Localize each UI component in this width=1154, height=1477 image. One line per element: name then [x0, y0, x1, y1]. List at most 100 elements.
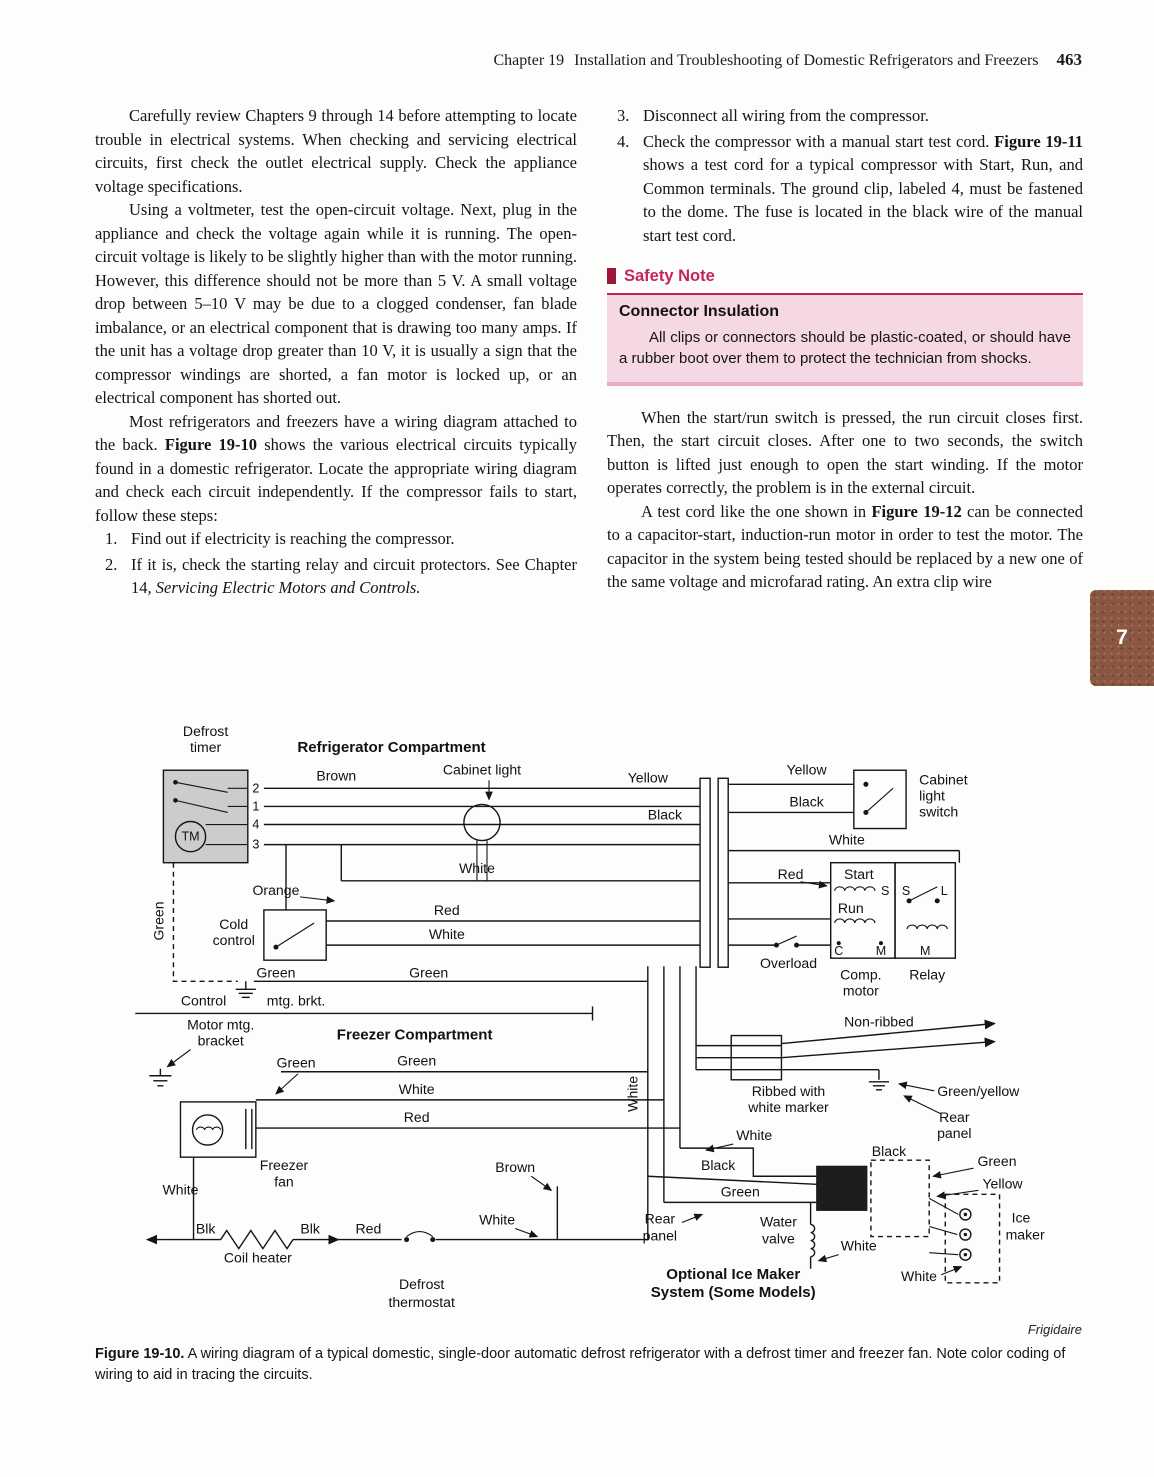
water-valve-solenoid [809, 1202, 816, 1269]
optional-ice-maker-label: System (Some Models) [651, 1284, 816, 1301]
defrost-timer-label: Defrost [183, 723, 228, 739]
white-wire-label: White [399, 1081, 435, 1097]
ice-maker-connector-dashed [870, 1159, 930, 1238]
relay-coil [906, 924, 948, 930]
freezer-wires [255, 1071, 680, 1129]
paragraph: When the start/run switch is pressed, th… [607, 407, 1083, 498]
motor-bracket-ground [149, 1068, 172, 1087]
orange-arrow [300, 896, 336, 904]
safety-note-label: Safety Note [624, 267, 715, 285]
step-number: 4. [617, 131, 630, 151]
s-terminal-motor: S [881, 884, 889, 898]
chapter-tab-number: 7 [1116, 626, 1128, 649]
refrigerator-compartment-label: Refrigerator Compartment [297, 739, 485, 756]
brown-wire-label: Brown [495, 1159, 535, 1175]
green-wire-label: Green [397, 1053, 436, 1069]
text-run: Most refrigerators and freezers have a w… [95, 411, 577, 455]
green-wire-label: Green [277, 1055, 316, 1071]
figure-19-10-diagram: TM Defrost timer 2 1 4 3 Refrigerator Co… [85, 722, 1090, 1326]
step-number: 2. [105, 554, 118, 574]
control-mounting-bracket-ground [235, 981, 256, 999]
green-wire-label-vertical: Green [150, 901, 166, 940]
m-terminal-relay: M [920, 944, 930, 958]
cabinet-light-switch-label: switch [919, 803, 958, 819]
wire-bus [699, 777, 729, 968]
black-wire [647, 1175, 817, 1186]
s-terminal-relay: S [902, 884, 910, 898]
safety-note-heading: Safety Note [607, 263, 1083, 289]
text-run: can be connected to a capacitor-start, i… [607, 501, 1084, 592]
fan-motor-coil [196, 1126, 222, 1131]
white-wire-label: White [479, 1212, 515, 1228]
brown-wire-label: Brown [316, 767, 356, 783]
cabinet-light-switch-label: light [919, 787, 945, 803]
figure-reference: Figure 19-11 [994, 131, 1083, 151]
paragraph: A test cord like the one shown in Figure… [607, 500, 1083, 594]
figure-caption: Figure 19-10. A wiring diagram of a typi… [95, 1344, 1085, 1386]
timer-terminal-1: 1 [252, 799, 259, 813]
green-wire-label: Green [977, 1153, 1016, 1169]
defrost-timer-label: timer [190, 739, 222, 755]
chapter-title: Installation and Troubleshooting of Dome… [574, 52, 1039, 69]
non-ribbed-label: Non-ribbed [844, 1014, 914, 1030]
rear-panel-label: panel [937, 1125, 971, 1141]
red-wire-label: Red [434, 902, 460, 918]
red-wire-label: Red [778, 866, 804, 882]
mtg-brkt-label: mtg. brkt. [267, 992, 326, 1008]
defrost-thermostat-contact [406, 1230, 434, 1237]
white-arrow [705, 1143, 734, 1153]
run-terminal-label: Run [838, 900, 864, 916]
safety-note-title: Connector Insulation [619, 303, 779, 320]
white-arrow [817, 1254, 839, 1263]
step-text: Find out if electricity is reaching the … [131, 529, 455, 548]
red-wire-label: Red [404, 1109, 430, 1125]
text-run: Disconnect all wiring from the compresso… [643, 106, 929, 125]
ice-maker-label: Ice [1012, 1209, 1031, 1225]
ribbed-label: Ribbed with [752, 1083, 825, 1099]
white-wire-label: White [829, 832, 865, 848]
cabinet-light-switch [853, 769, 907, 830]
figure-reference: Figure 19-12 [871, 501, 962, 521]
control-label: Control [181, 992, 226, 1008]
overload-protector [773, 935, 800, 948]
black-wire-label: Black [648, 806, 683, 822]
figure-caption-text: A wiring diagram of a typical domestic, … [95, 1346, 1066, 1383]
ribbed-connector [696, 1034, 783, 1081]
wiring-diagram-svg: TM Defrost timer 2 1 4 3 Refrigerator Co… [135, 723, 1045, 1310]
white-arrow [941, 1265, 963, 1276]
timer-terminal-2: 2 [252, 781, 259, 795]
yellow-arrow [936, 1189, 979, 1200]
rear-panel-label: Rear [939, 1109, 970, 1125]
defrost-thermostat-label: Defrost [399, 1276, 444, 1292]
text-run: If it is, check the starting relay and c… [131, 554, 577, 598]
freezer-fan [179, 1101, 257, 1158]
step-number: 3. [617, 106, 630, 125]
white-wire-label-vertical: White [625, 1076, 641, 1112]
safety-note-bullet-icon [607, 268, 616, 284]
green-wire-label: Green [721, 1183, 760, 1199]
figure-credit: Frigidaire [1027, 1322, 1082, 1337]
cabinet-light-switch-label: Cabinet [919, 771, 968, 787]
paragraph: Carefully review Chapters 9 through 14 b… [95, 106, 577, 196]
white-wire-label: White [459, 860, 495, 876]
red-arrow [800, 880, 828, 889]
numbered-step: 2. If it is, check the starting relay an… [105, 553, 577, 600]
motor-mtg-bracket-label: Motor mtg. [187, 1017, 254, 1033]
cold-control-label: Cold [219, 916, 248, 932]
wire-bundle [647, 966, 697, 1240]
cabinet-light-label: Cabinet light [443, 761, 521, 777]
rear-panel-label: Rear [645, 1210, 676, 1226]
black-wire-label: Black [701, 1157, 736, 1173]
orange-wire-label: Orange [252, 882, 299, 898]
blk-wire-label: Blk [300, 1221, 321, 1237]
non-ribbed-wire [781, 1019, 996, 1045]
paragraph: Using a voltmeter, test the open-circuit… [95, 200, 577, 407]
blk-wire-label: Blk [196, 1221, 217, 1237]
page-number: 463 [1056, 50, 1083, 69]
green-yellow-arrow [897, 1081, 935, 1092]
bracket-arrow [166, 1049, 191, 1068]
rear-panel-label: panel [643, 1228, 677, 1244]
freezer-fan-label: Freezer [260, 1157, 309, 1173]
step-text: Disconnect all wiring from the compresso… [643, 104, 1083, 128]
